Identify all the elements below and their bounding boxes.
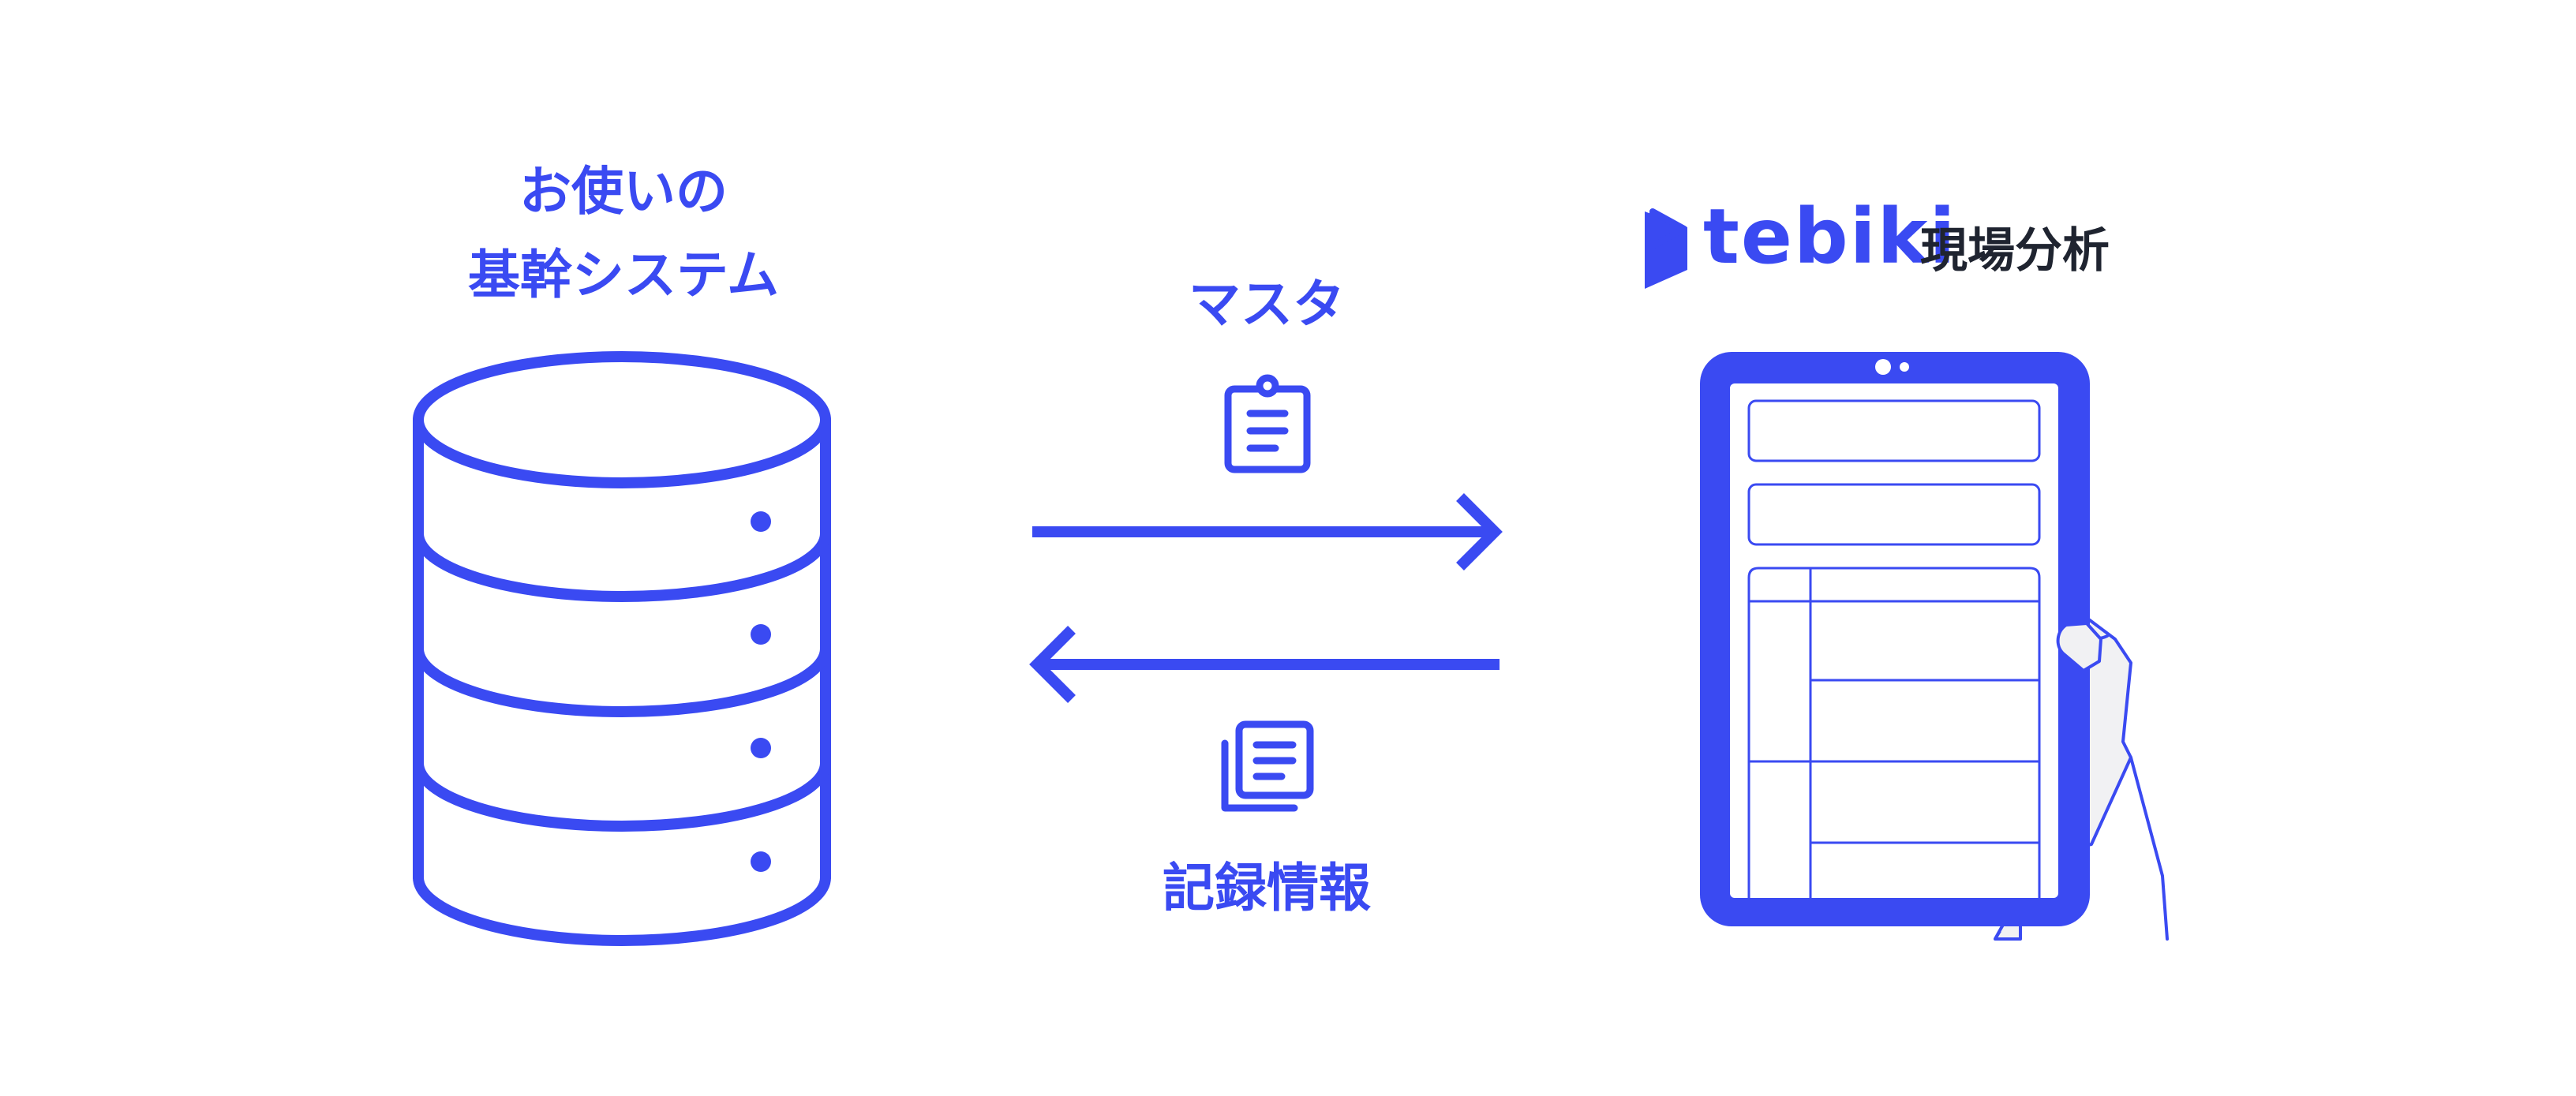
arrow-right-icon — [1032, 493, 1503, 570]
system-title-line1: お使いの — [519, 161, 728, 222]
documents-icon — [1221, 720, 1314, 812]
tablet-screen-content — [1747, 399, 2041, 898]
system-title: お使いの 基幹システム — [418, 150, 829, 317]
master-flow-label: マスタ — [1189, 274, 1345, 335]
records-flow-label: 記録情報 — [1163, 858, 1371, 918]
thumb-illustration — [2056, 622, 2102, 672]
database-indicator-dots — [751, 511, 771, 872]
brand-wordmark: tebiki — [1703, 193, 1957, 281]
database-icon — [413, 351, 831, 946]
screen-input-box-1 — [1747, 399, 2041, 462]
screen-input-box-2 — [1747, 483, 2041, 546]
screen-table — [1747, 567, 2041, 898]
tebiki-logo-icon — [1645, 208, 1687, 289]
tablet-camera — [1875, 359, 1891, 375]
system-title-line2: 基幹システム — [467, 245, 780, 305]
brand-product-name: 現場分析 — [1920, 223, 2110, 279]
arrow-left-icon — [1029, 626, 1500, 703]
tablet-device — [1700, 352, 2090, 926]
clipboard-icon — [1224, 374, 1311, 473]
